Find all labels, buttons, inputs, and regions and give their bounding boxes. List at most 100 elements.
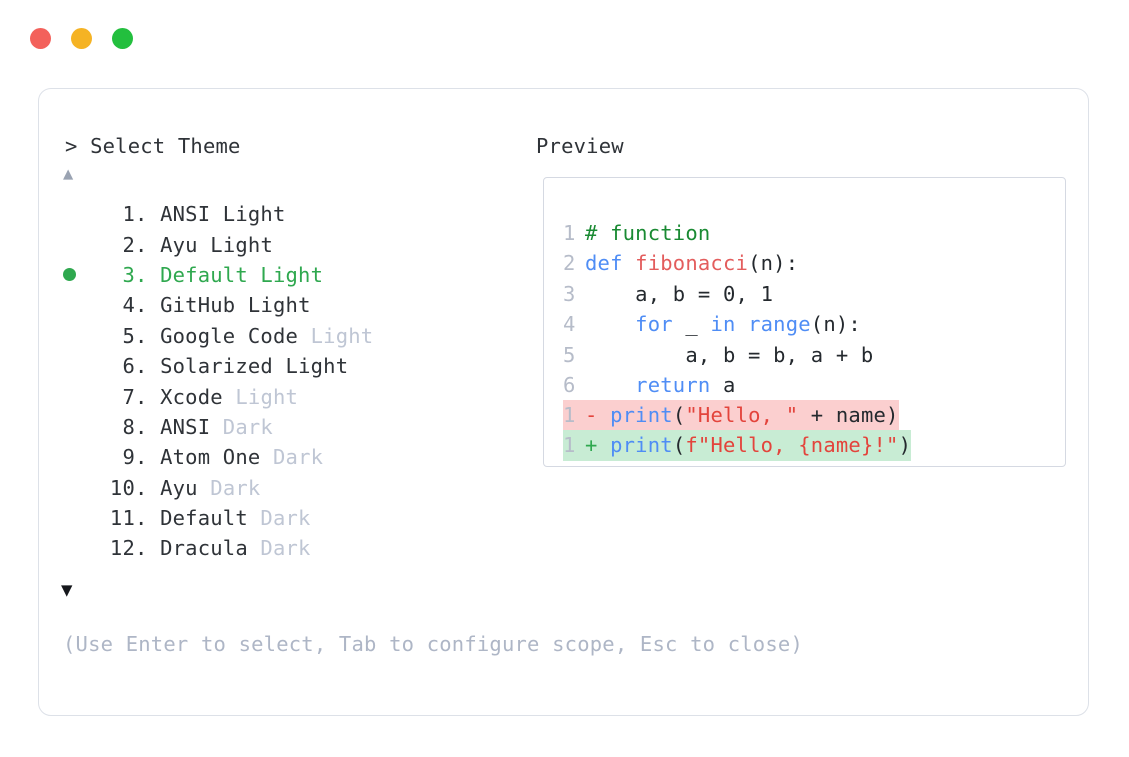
code-token: ( [672,433,686,458]
theme-list-item[interactable]: 3. Default Light [63,260,503,290]
line-number: 3 [563,281,576,306]
theme-list-item[interactable]: 10. Ayu Dark [63,473,503,503]
scroll-up-arrow-icon[interactable]: ▲ [63,164,74,184]
code-token [585,312,635,336]
code-token: (n): [810,312,861,337]
window-titlebar [30,28,133,49]
diff-block: 1- print("Hello, " + name)1+ print(f"Hel… [563,400,912,461]
code-line: 6 return a [563,370,873,400]
code-token: ) [898,433,912,458]
theme-item-name: Default [160,506,248,531]
theme-list-item[interactable]: 11. Default Dark [63,503,503,533]
theme-item-variant: Dark [210,414,273,439]
theme-list-item[interactable]: 5. Google Code Light [63,321,503,351]
theme-item-number: 5 [122,323,135,348]
theme-item-separator: . [135,202,161,227]
diff-line-content: 1- print("Hello, " + name) [563,400,899,431]
theme-list-item[interactable]: 9. Atom One Dark [63,442,503,472]
code-token [585,373,635,397]
theme-item-number: 2 [122,232,135,257]
code-token: fibonacci [635,251,749,276]
diff-sign: - [585,403,611,427]
code-token: ( [672,403,686,427]
theme-item-name: Ayu [160,232,198,257]
theme-item-name: Ayu [160,475,198,500]
theme-item-variant: Light [272,354,349,379]
theme-item-variant: Dark [260,445,324,470]
code-token: for [635,312,673,337]
theme-list-item[interactable]: 7. Xcode Light [63,381,503,411]
preview-header: Preview [536,134,624,158]
theme-item-number: 7 [122,384,135,409]
theme-item-separator: . [135,536,161,561]
line-number: 4 [563,312,576,337]
theme-item-separator: . [135,475,161,500]
code-token: a [710,372,736,397]
theme-item-separator: . [135,293,161,318]
theme-item-name: Dracula [160,536,248,561]
theme-item-name: ANSI [160,202,211,227]
line-number: 1 [563,221,576,245]
code-token: + name) [798,403,899,427]
theme-item-number: 11 [109,506,135,531]
theme-item-name: ANSI [160,414,211,439]
theme-item-separator: . [135,506,161,531]
diff-sign: + [585,433,611,458]
theme-item-separator: . [135,262,161,287]
selection-bullet-cell [63,268,91,282]
line-number: 5 [563,342,576,367]
theme-item-name: Default [160,262,248,287]
theme-item-separator: . [135,414,161,439]
window-close-button[interactable] [30,28,51,49]
code-token: a, b = b, a + b [585,342,874,367]
theme-item-separator: . [135,232,161,257]
selected-bullet-icon [63,268,76,282]
theme-item-variant: Light [298,323,374,348]
theme-item-variant: Light [247,262,324,287]
theme-item-variant: Light [197,232,273,257]
theme-item-separator: . [135,323,161,348]
theme-item-number: 12 [109,536,135,561]
theme-list-item[interactable]: 12. Dracula Dark [63,533,503,563]
code-line: 4 for _ in range(n): [563,309,873,339]
line-number: 6 [563,372,576,397]
theme-list-item[interactable]: 1. ANSI Light [63,199,503,229]
theme-item-name: Xcode [160,384,223,409]
code-token: print [610,433,673,458]
scroll-down-arrow-icon[interactable]: ▼ [61,579,73,601]
diff-line-del: 1- print("Hello, " + name) [563,400,911,431]
theme-item-name: Google Code [160,323,299,348]
theme-list-item[interactable]: 8. ANSI Dark [63,412,503,442]
theme-item-name: GitHub [160,293,236,318]
theme-item-separator: . [135,354,161,379]
theme-list-item[interactable]: 6. Solarized Light [63,351,503,381]
code-token: f"Hello, {name}!" [685,433,899,458]
theme-item-variant: Dark [247,536,311,561]
theme-item-number: 4 [122,293,135,318]
window-minimize-button[interactable] [71,28,92,49]
line-number: 2 [563,251,576,276]
theme-item-number: 1 [122,202,135,227]
code-line: 2 def fibonacci(n): [563,248,873,278]
code-token: (n): [748,251,799,276]
code-token: # function [585,221,711,245]
diff-line-add: 1+ print(f"Hello, {name}!") [563,430,912,461]
theme-list-item[interactable]: 2. Ayu Light [63,229,503,259]
theme-list-item[interactable]: 4. GitHub Light [63,290,503,320]
code-token: def [585,251,636,276]
diff-line-content: 1+ print(f"Hello, {name}!") [563,430,912,461]
theme-item-variant: Dark [197,475,261,500]
code-token: _ [672,312,711,337]
theme-item-number: 10 [109,475,135,500]
theme-item-separator: . [135,384,161,409]
theme-item-number: 9 [122,445,135,470]
line-number: 1 [563,403,576,427]
select-theme-header: > Select Theme [65,134,241,158]
theme-item-number: 8 [122,414,135,439]
window-maximize-button[interactable] [112,28,133,49]
theme-item-variant: Light [210,202,286,227]
